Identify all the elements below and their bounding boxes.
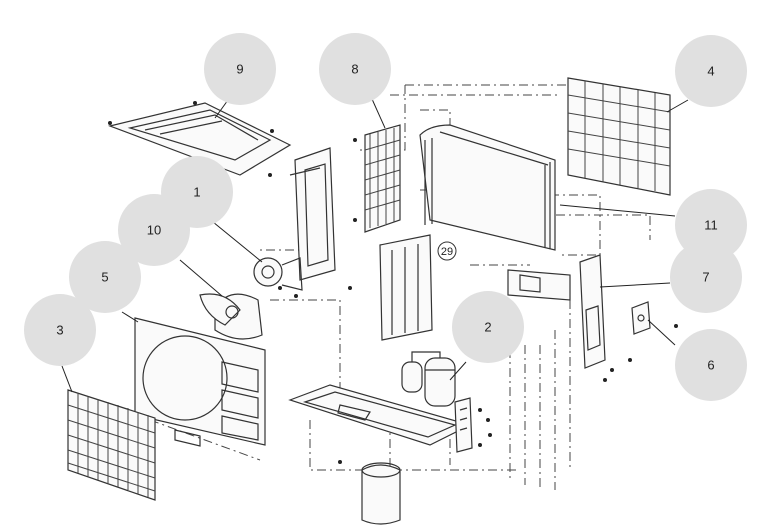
- front-panel-part: [134, 317, 266, 447]
- callout-3-label: 3: [56, 323, 63, 338]
- callout-8: 8: [319, 33, 391, 105]
- callout-2: 2: [452, 291, 524, 363]
- condenser-grille-part: [567, 77, 671, 196]
- callout-8-label: 8: [351, 62, 358, 77]
- callout-7-label: 7: [702, 270, 709, 285]
- screws: [278, 138, 678, 464]
- callout-2-label: 2: [484, 320, 491, 335]
- motor-bracket-part: [289, 147, 336, 281]
- drain-cylinder-part: [361, 462, 401, 525]
- compressor-part: [401, 351, 456, 407]
- callout-6-label: 6: [707, 358, 714, 373]
- callout-5-label: 5: [101, 270, 108, 285]
- control-box-part: [507, 269, 571, 301]
- side-panel-part: [579, 254, 606, 369]
- fan-blade-part: [199, 293, 263, 340]
- rear-grille-part: [364, 124, 401, 233]
- inline-label-29-text: 29: [441, 246, 453, 258]
- callout-4-label: 4: [707, 64, 714, 79]
- callout-6: 6: [675, 329, 747, 401]
- callout-11: 11: [675, 189, 747, 261]
- callout-1-label: 1: [193, 185, 200, 200]
- callout-9-label: 9: [236, 62, 243, 77]
- inline-label-29: 29: [437, 241, 457, 261]
- callout-4: 4: [675, 35, 747, 107]
- callout-10: 10: [118, 194, 190, 266]
- callout-11-label: 11: [704, 218, 718, 233]
- valve-bracket-part: [631, 301, 651, 335]
- callout-3: 3: [24, 294, 96, 366]
- condenser-coil-part: [419, 124, 556, 251]
- terminal-box-part: [454, 397, 473, 453]
- front-grille-part: [67, 389, 156, 501]
- callout-5: 5: [69, 241, 141, 313]
- callout-10-label: 10: [147, 223, 161, 238]
- callout-7: 7: [670, 241, 742, 313]
- leader-lines: [61, 98, 689, 393]
- fan-motor-part: [253, 257, 303, 291]
- callout-9: 9: [204, 33, 276, 105]
- partition-panel-part: [379, 234, 433, 341]
